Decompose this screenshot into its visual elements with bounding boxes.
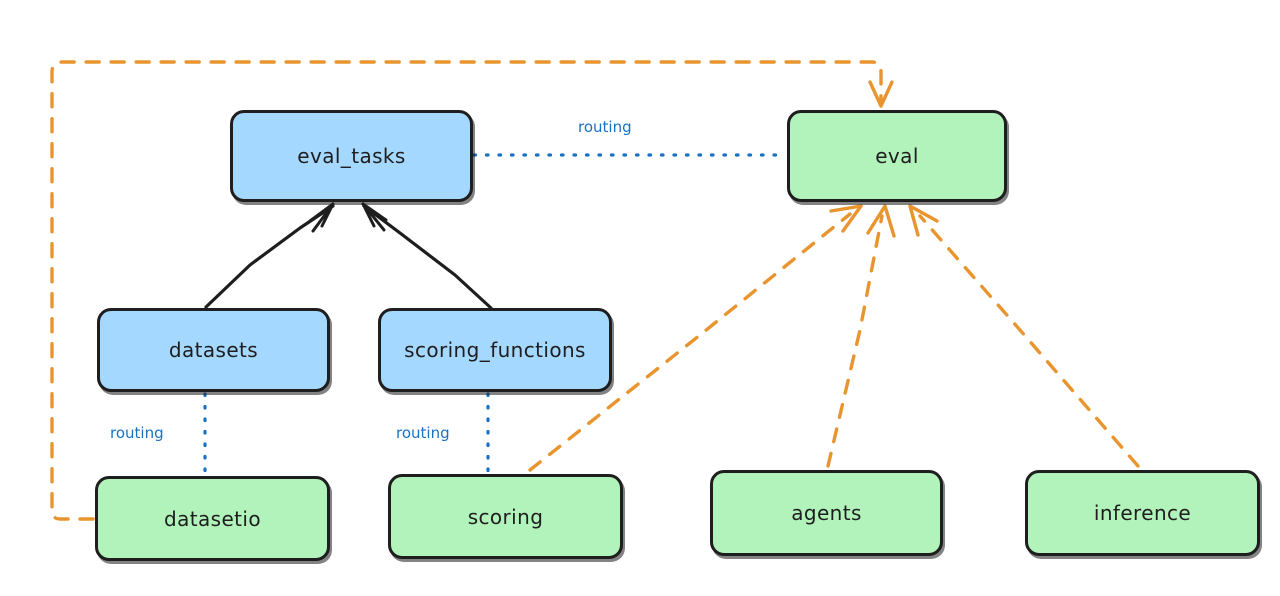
edge-scoring-functions-to-eval-tasks	[361, 202, 493, 310]
node-eval-tasks-label: eval_tasks	[297, 144, 406, 168]
edge-label-routing-datasets: routing	[110, 424, 164, 442]
node-eval-tasks[interactable]: eval_tasks	[230, 110, 473, 202]
node-datasets[interactable]: datasets	[97, 308, 330, 392]
node-datasetio[interactable]: datasetio	[95, 476, 330, 561]
edge-label-routing-scoring-functions: routing	[396, 424, 450, 442]
node-agents-label: agents	[791, 501, 862, 525]
node-scoring-functions[interactable]: scoring_functions	[378, 308, 612, 392]
edge-agents-to-eval	[826, 204, 896, 468]
node-inference[interactable]: inference	[1025, 470, 1260, 556]
node-scoring[interactable]: scoring	[388, 474, 623, 559]
node-scoring-functions-label: scoring_functions	[404, 338, 586, 362]
node-inference-label: inference	[1093, 501, 1192, 525]
edge-datasets-to-eval-tasks	[204, 202, 335, 309]
node-datasets-label: datasets	[168, 338, 259, 362]
node-scoring-label: scoring	[467, 504, 544, 529]
node-eval[interactable]: eval	[787, 110, 1007, 202]
node-datasetio-label: datasetio	[163, 506, 261, 531]
node-eval-label: eval	[875, 144, 919, 168]
node-agents[interactable]: agents	[710, 470, 943, 556]
edge-label-routing-eval-tasks: routing	[578, 118, 632, 136]
edge-inference-to-eval	[908, 204, 1140, 468]
